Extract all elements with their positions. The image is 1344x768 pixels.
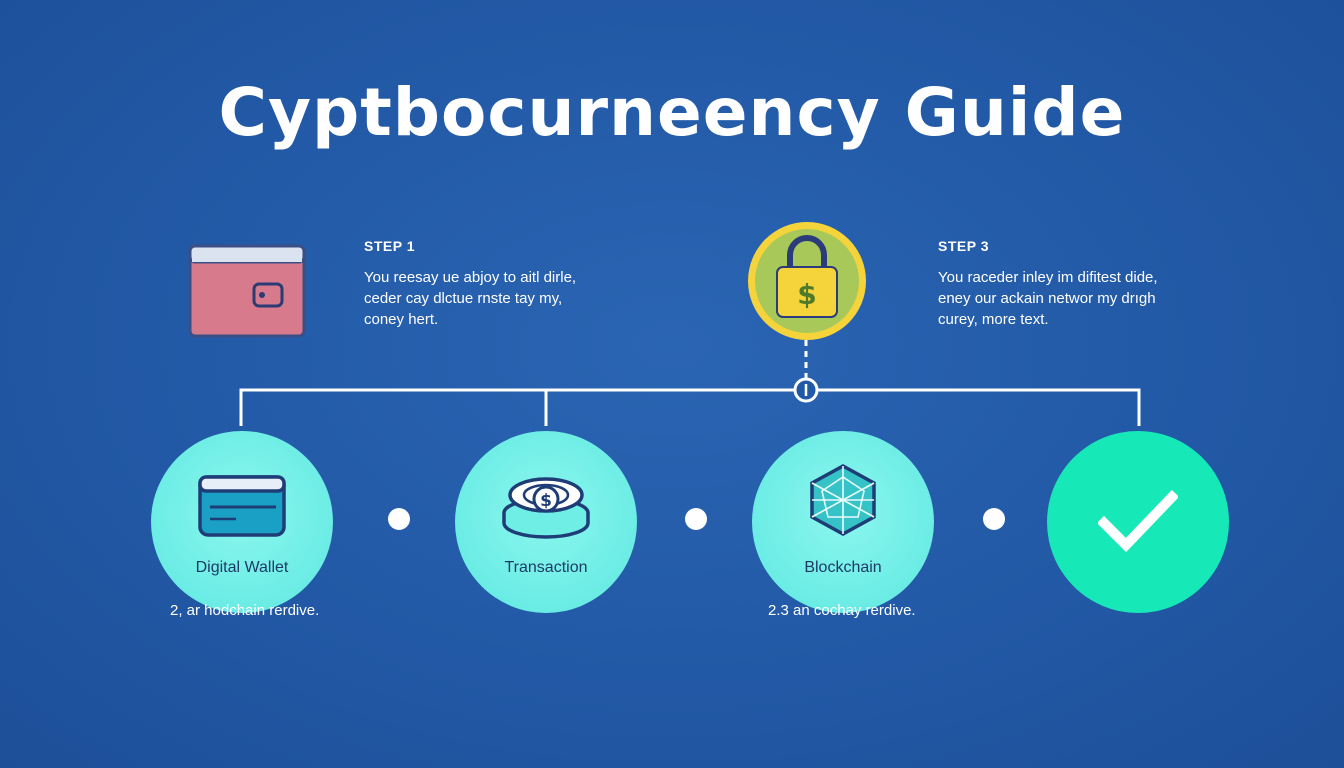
blockchain-icon <box>810 464 876 536</box>
checkmark-icon <box>1098 489 1178 553</box>
page-title: Cyptbocurneency Guide <box>218 74 1126 151</box>
step-3-text-line: You raceder inley im difitest dide, <box>938 269 1158 286</box>
step-3-text-line: eney our ackain networ my drıgh <box>938 290 1156 307</box>
step-1-label: STEP 1 <box>364 238 415 254</box>
step-1-block: STEP 1 You reesay ue abjoy to aitl dirle… <box>364 236 576 330</box>
node-transaction: $ Transaction <box>455 431 637 613</box>
node-blockchain: Blockchain <box>752 431 934 613</box>
browser-wallet-icon <box>188 244 306 338</box>
step-3-label: STEP 3 <box>938 238 989 254</box>
caption-1: 2, ar hodchain rerdive. <box>170 602 320 619</box>
node-label: Digital Wallet <box>195 559 289 576</box>
node-label: Transaction <box>504 559 588 576</box>
progress-dot <box>685 508 707 530</box>
progress-dot <box>983 508 1005 530</box>
wallet-icon <box>198 475 286 537</box>
svg-text:$: $ <box>797 278 816 311</box>
node-label: Blockchain <box>804 559 882 576</box>
padlock-dollar-icon: $ <box>748 222 866 340</box>
progress-dot <box>388 508 410 530</box>
step-1-text-line: ceder cay dlctue rnste tay my, <box>364 290 563 307</box>
coins-icon: $ <box>502 477 590 539</box>
caption-2: 2.3 an cochay rerdive. <box>768 602 916 619</box>
step-1-text-line: You reesay ue abjoy to aitl dirle, <box>364 269 577 286</box>
step-3-block: STEP 3 You raceder inley im difitest did… <box>938 236 1158 330</box>
node-digital-wallet: Digital Wallet <box>151 431 333 613</box>
step-1-text-line: coney hert. <box>364 311 439 328</box>
step-3-text-line: curey, more text. <box>938 311 1049 328</box>
node-complete <box>1047 431 1229 613</box>
svg-text:$: $ <box>540 491 552 511</box>
